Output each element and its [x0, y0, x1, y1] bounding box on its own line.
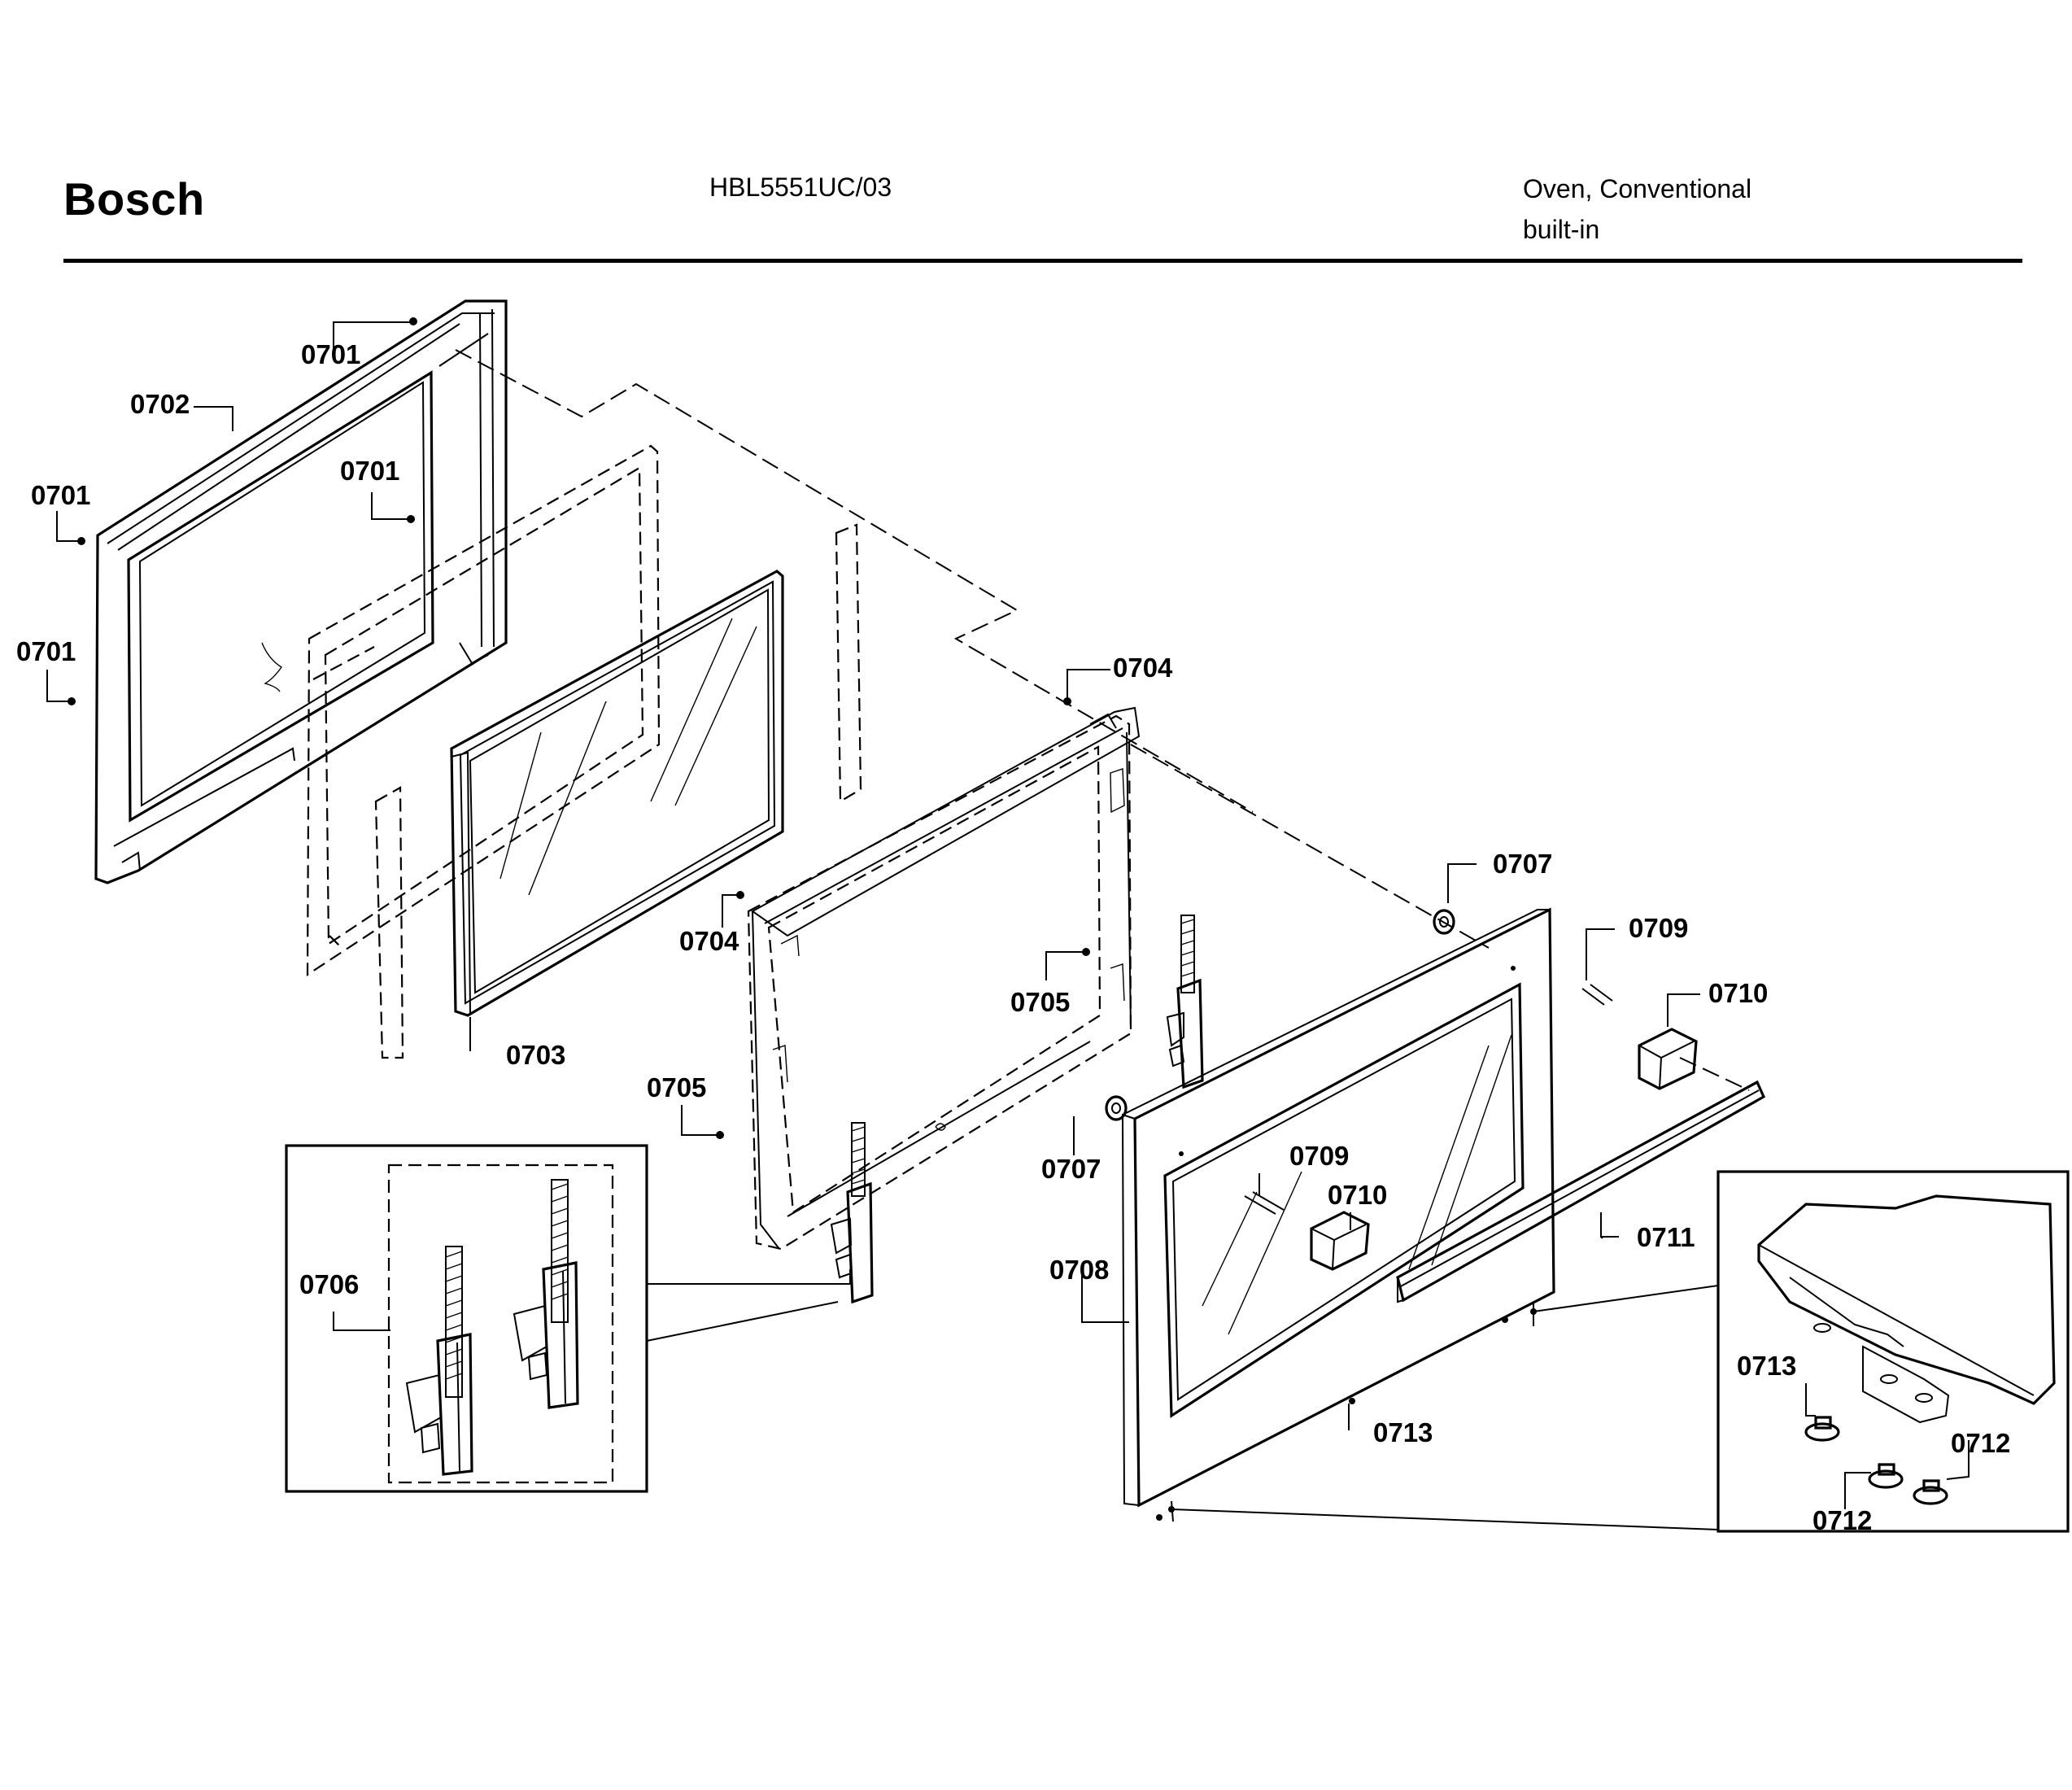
side-trim-strips: [374, 523, 862, 1059]
brand-name: Bosch: [63, 173, 205, 225]
callout-0710-front: 0710: [1328, 1180, 1387, 1210]
handle-mounts: [1310, 1028, 1698, 1271]
callout-0707-top: 0707: [1493, 849, 1552, 879]
callout-0709-top: 0709: [1629, 913, 1688, 943]
callout-0708: 0708: [1049, 1255, 1109, 1285]
panel-bottom-screws: [1156, 1302, 1537, 1522]
header-rule: [63, 259, 2022, 263]
callout-0713-bottom: 0713: [1373, 1417, 1433, 1447]
callout-0701-left-upper: 0701: [31, 480, 90, 510]
bolt-detail-inset: [1171, 1170, 2070, 1533]
callout-0704-top: 0704: [1113, 653, 1173, 683]
callout-0707-left: 0707: [1041, 1154, 1101, 1184]
callout-0701-left-lower: 0701: [16, 636, 76, 666]
callout-0710-top: 0710: [1708, 978, 1768, 1008]
door-bumpers: [1105, 909, 1455, 1121]
inner-door-frame: [747, 706, 1141, 1251]
callout-0706: 0706: [299, 1269, 359, 1299]
outer-door-assembly: [94, 299, 508, 884]
callout-0711: 0711: [1637, 1222, 1695, 1252]
callout-0705-left: 0705: [647, 1072, 706, 1102]
callout-0703: 0703: [506, 1040, 565, 1070]
model-number: HBL5551UC/03: [709, 172, 892, 202]
callout-0701-top: 0701: [301, 339, 360, 369]
leader-lines: [46, 317, 1969, 1509]
callout-labels: 0701 0702 0701 0701 0701 0703 0704 0704 …: [16, 339, 2010, 1535]
callout-0701-inner: 0701: [340, 456, 399, 486]
callout-0712-right: 0712: [1951, 1428, 2010, 1458]
outer-glass-panel: [1121, 907, 1555, 1508]
callout-0709-front: 0709: [1289, 1141, 1349, 1171]
callout-0705-right: 0705: [1010, 987, 1070, 1017]
assembly-guide-lines: [455, 349, 1750, 1091]
frame-hinge-left: [830, 1122, 874, 1304]
callout-0702: 0702: [130, 389, 190, 419]
door-handle: [1396, 1080, 1766, 1303]
hinge-kit-inset: [285, 1144, 851, 1493]
handle-spacers: [1244, 984, 1613, 1215]
frame-hinge-right: [1166, 915, 1204, 1089]
inner-glass-pane: [450, 570, 784, 1017]
callout-0704-left: 0704: [679, 926, 739, 956]
callout-0712-bottom: 0712: [1812, 1505, 1872, 1535]
callout-0713-detail: 0713: [1737, 1351, 1796, 1381]
door-gasket-outline: [306, 444, 661, 977]
category-line-2: built-in: [1523, 215, 1600, 244]
category-line-1: Oven, Conventional: [1523, 174, 1752, 203]
